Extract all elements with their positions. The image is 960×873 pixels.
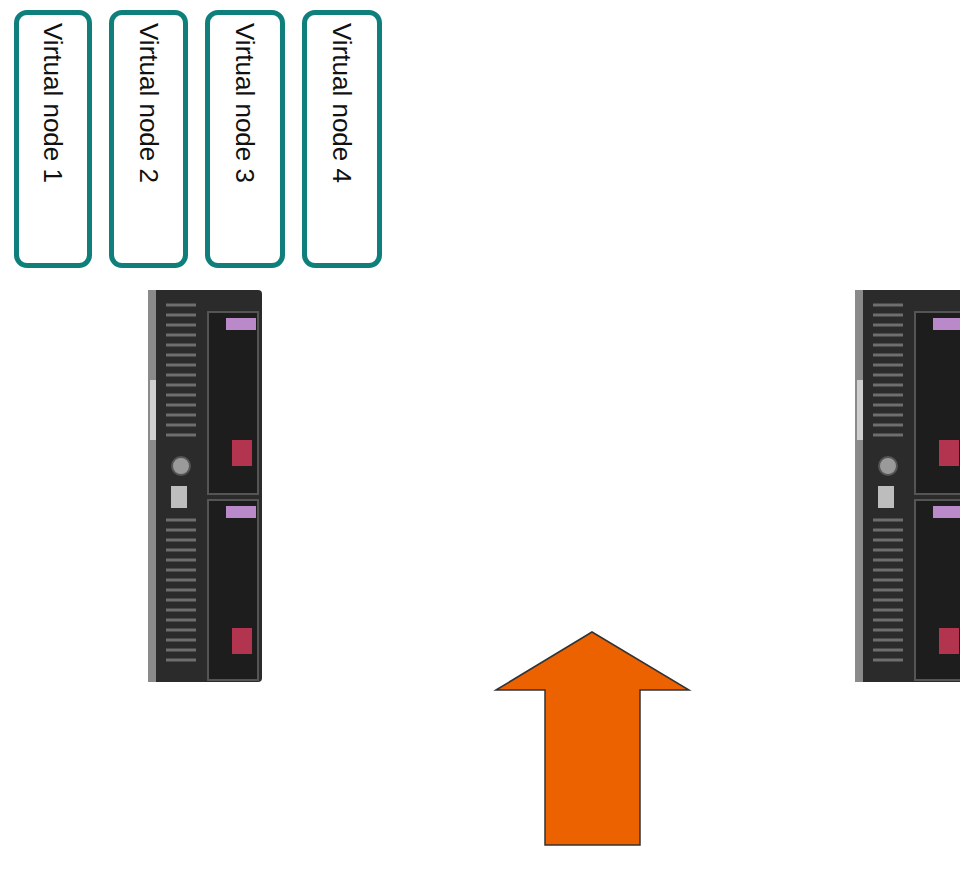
node-label: Virtual node 4: [327, 23, 357, 183]
node-label: Virtual node 3: [230, 23, 260, 183]
blade-server: [148, 290, 262, 682]
node-label: Virtual node 2: [134, 23, 164, 183]
up-arrow: [496, 632, 689, 845]
blade-server: [855, 290, 960, 682]
virtual-node-box: Virtual node 1: [14, 10, 92, 268]
virtual-node-box: Virtual node 2: [109, 10, 188, 268]
virtual-node-box: Virtual node 3: [205, 10, 285, 268]
virtual-node-box: Virtual node 4: [302, 10, 382, 268]
node-label: Virtual node 1: [38, 23, 68, 183]
